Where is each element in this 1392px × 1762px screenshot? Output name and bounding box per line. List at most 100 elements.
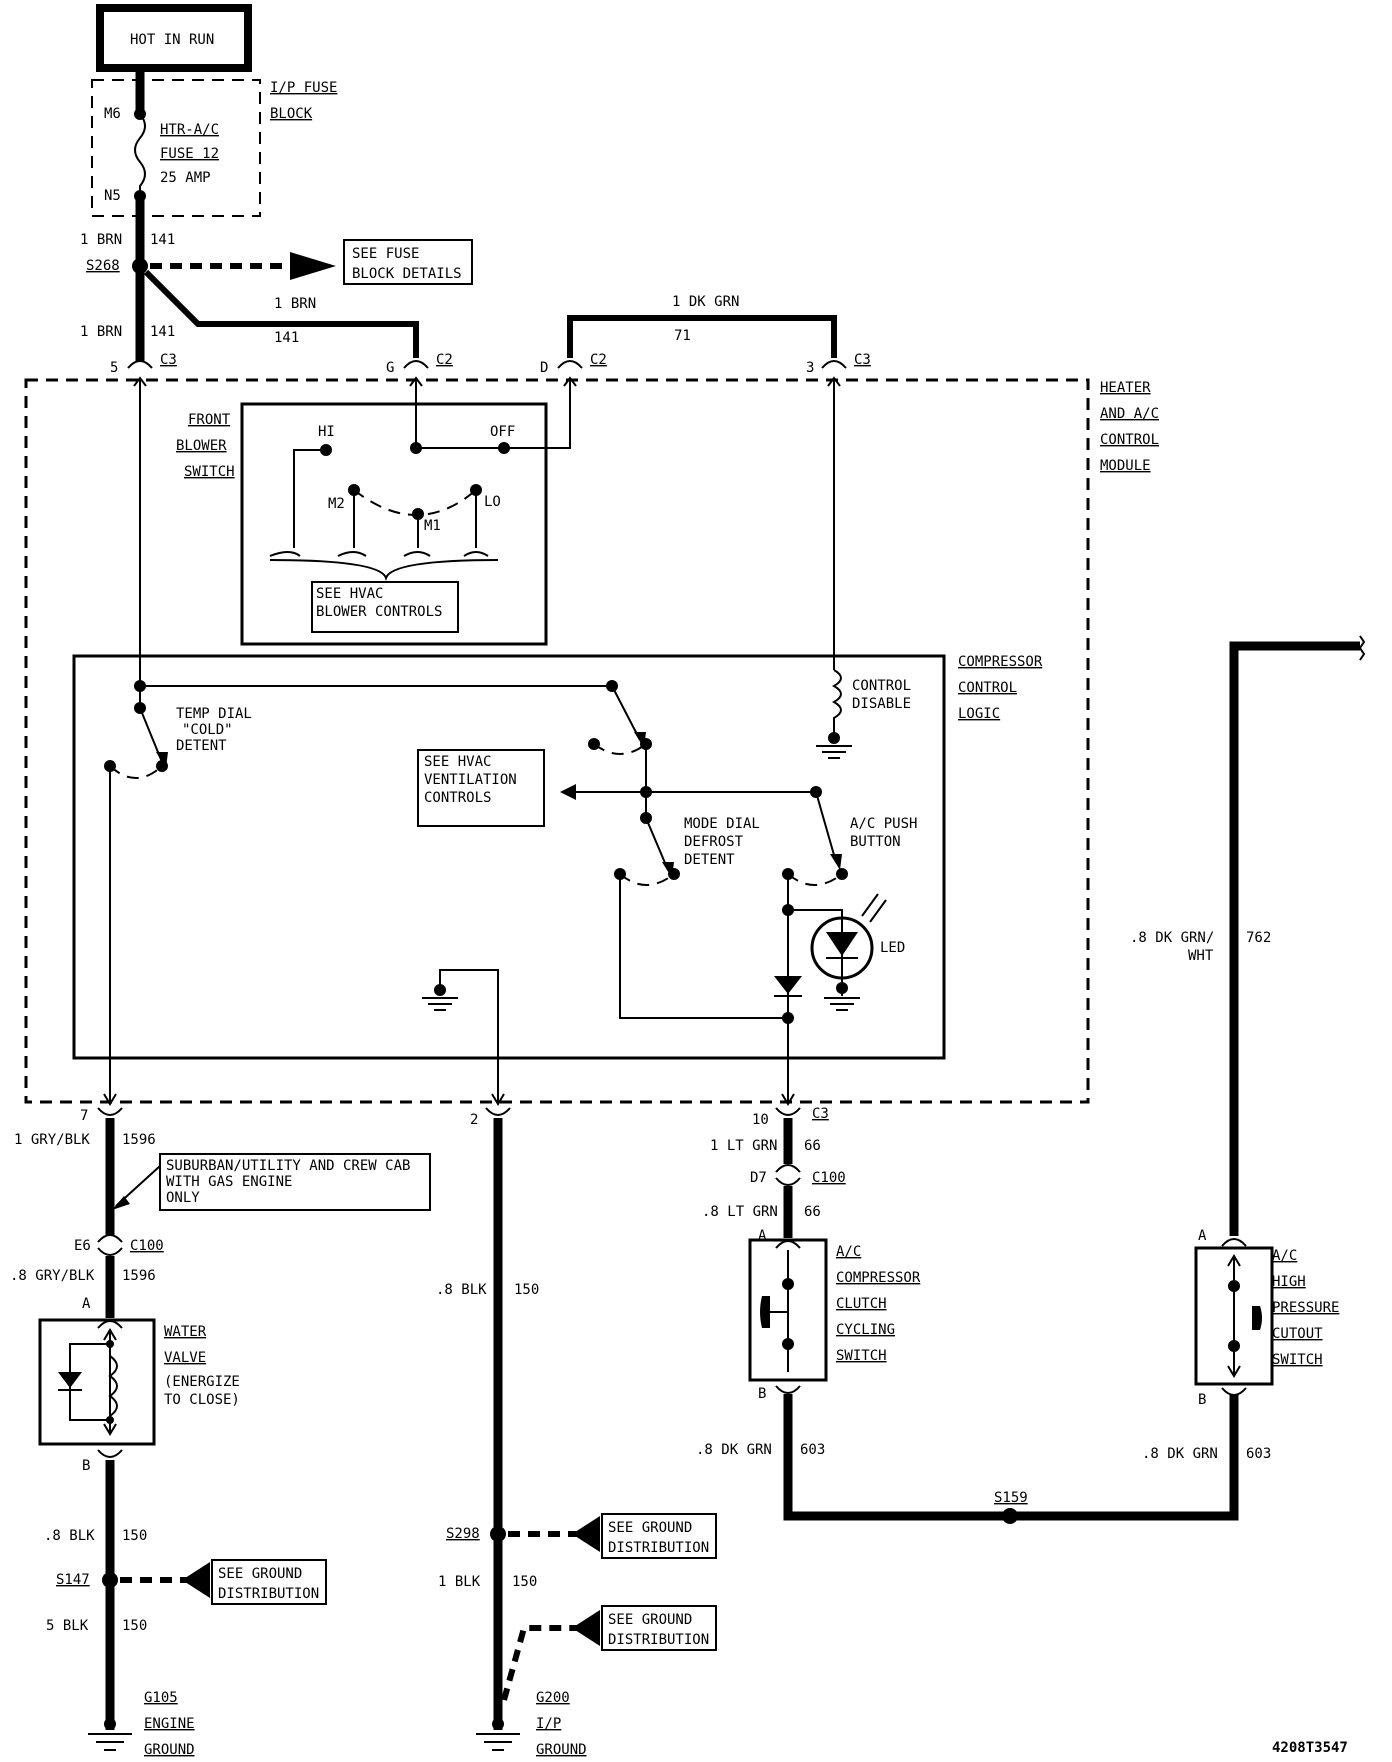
blower-lo: LO [484, 494, 501, 510]
wire-603b-circuit: 603 [1246, 1446, 1271, 1462]
water-valve-pin-a: A [82, 1296, 91, 1312]
wire-66b-circuit: 66 [804, 1204, 821, 1220]
module-title-3: CONTROL [1100, 432, 1159, 448]
cutout-1: A/C [1272, 1248, 1297, 1264]
cutout-pin-a: A [1198, 1228, 1207, 1244]
wire-150b-gauge: 5 BLK [46, 1618, 89, 1634]
g105-3: GROUND [144, 1742, 195, 1758]
wire-s268-in-gauge: 1 BRN [80, 232, 122, 248]
mode-dial-2: DEFROST [684, 834, 744, 850]
pressure-sensor-icon [1252, 1306, 1262, 1330]
wire-1596-gauge: 1 GRY/BLK [14, 1132, 90, 1148]
see-ground-1a: SEE GROUND [218, 1566, 302, 1582]
ground-symbol-internal [422, 997, 458, 1011]
fuse-block-outline [91, 79, 261, 217]
g200-1: G200 [536, 1690, 570, 1706]
splice-s159-label: S159 [994, 1490, 1028, 1506]
wire-150c-gauge: .8 BLK [436, 1282, 487, 1298]
wire-150a-gauge: .8 BLK [44, 1528, 95, 1544]
fuse-block-title: I/P FUSE [270, 80, 337, 96]
svg-text:G: G [386, 360, 394, 376]
hot-in-run-label: HOT IN RUN [130, 32, 214, 48]
cycling-1: A/C [836, 1244, 861, 1260]
ground-symbol-disable [816, 745, 852, 759]
diode-icon [774, 976, 802, 994]
g105-2: ENGINE [144, 1716, 195, 1732]
svg-text:C2: C2 [590, 352, 607, 368]
ac-button-1: A/C PUSH [850, 816, 917, 832]
led-label: LED [880, 940, 905, 956]
see-ground-2a: SEE GROUND [608, 1520, 692, 1536]
water-valve-1: WATER [164, 1324, 207, 1340]
arrow-left-ground-icon-3 [572, 1610, 600, 1646]
temp-dial-2: "COLD" [182, 722, 233, 738]
cutout-switch-box [1194, 1246, 1274, 1386]
arrow-left-ground-icon-2 [572, 1516, 600, 1552]
note-box [159, 1153, 431, 1211]
wire-1596b-gauge: .8 GRY/BLK [10, 1268, 95, 1284]
wire-150d-gauge: 1 BLK [438, 1574, 481, 1590]
wire-762-circuit: 762 [1246, 930, 1271, 946]
wire-150a-circuit: 150 [122, 1528, 147, 1544]
g200-2: I/P [536, 1716, 561, 1732]
pin-n5-label: N5 [104, 188, 121, 204]
module-title-2: AND A/C [1100, 406, 1159, 422]
blower-off: OFF [490, 424, 515, 440]
splice-s298 [490, 1526, 506, 1542]
svg-text:C3: C3 [854, 352, 871, 368]
ground-symbol-g105 [88, 1733, 132, 1751]
wire-141-circuit: 141 [150, 324, 175, 340]
logic-title-2: CONTROL [958, 680, 1017, 696]
pin-m6-label: M6 [104, 106, 121, 122]
control-disable-1: CONTROL [852, 678, 911, 694]
wire-150c-circuit: 150 [514, 1282, 539, 1298]
water-valve-pin-b: B [82, 1458, 90, 1474]
see-vent-1: SEE HVAC [424, 754, 491, 770]
wire-71-circuit: 71 [674, 328, 691, 344]
water-valve-box [38, 1318, 156, 1446]
splice-s159 [1002, 1508, 1018, 1524]
see-ventilation-box [417, 749, 545, 827]
cycling-4: CYCLING [836, 1322, 895, 1338]
wire-603a-circuit: 603 [800, 1442, 825, 1458]
wire-762-gauge-2: WHT [1188, 948, 1214, 964]
blower-title-3: SWITCH [184, 464, 235, 480]
blower-m1: M1 [424, 518, 441, 534]
coil-icon [831, 669, 842, 736]
see-blower-1: SEE HVAC [316, 586, 383, 602]
fuse-rating: 25 AMP [160, 170, 211, 186]
conn-c100-right: C100 [812, 1170, 846, 1186]
wire-s268-in-circuit: 141 [150, 232, 175, 248]
cutout-2: HIGH [1272, 1274, 1306, 1290]
fuse-block-title-2: BLOCK [270, 106, 313, 122]
see-ground-box-1 [211, 1559, 327, 1605]
cycling-5: SWITCH [836, 1348, 887, 1364]
ground-symbol-led [824, 997, 860, 1011]
see-ground-box-3 [601, 1605, 717, 1651]
see-ground-1b: DISTRIBUTION [218, 1586, 319, 1602]
blower-hi: HI [318, 424, 335, 440]
hvac-module-outline [24, 378, 1090, 1104]
wire-150d-circuit: 150 [512, 1574, 537, 1590]
cutout-5: SWITCH [1272, 1352, 1323, 1368]
led-icon [810, 916, 874, 980]
cycling-3: CLUTCH [836, 1296, 887, 1312]
blower-title-2: BLOWER [176, 438, 227, 454]
svg-text:C3: C3 [160, 352, 177, 368]
see-vent-3: CONTROLS [424, 790, 491, 806]
ac-button-2: BUTTON [850, 834, 901, 850]
cutout-3: PRESSURE [1272, 1300, 1339, 1316]
connector-c2-pin-g: G C2 [386, 352, 453, 376]
see-blower-2: BLOWER CONTROLS [316, 604, 442, 620]
pin-7: 7 [80, 1108, 88, 1124]
conn-c100-left: C100 [130, 1238, 164, 1254]
temp-dial-1: TEMP DIAL [176, 706, 252, 722]
blower-switch-box [240, 402, 548, 646]
see-fuse-2: BLOCK DETAILS [352, 266, 462, 282]
control-disable-2: DISABLE [852, 696, 911, 712]
valve-coil-icon [108, 1355, 118, 1417]
module-title-4: MODULE [1100, 458, 1151, 474]
splice-s268-label: S268 [86, 258, 120, 274]
hot-in-run-box [96, 4, 252, 72]
